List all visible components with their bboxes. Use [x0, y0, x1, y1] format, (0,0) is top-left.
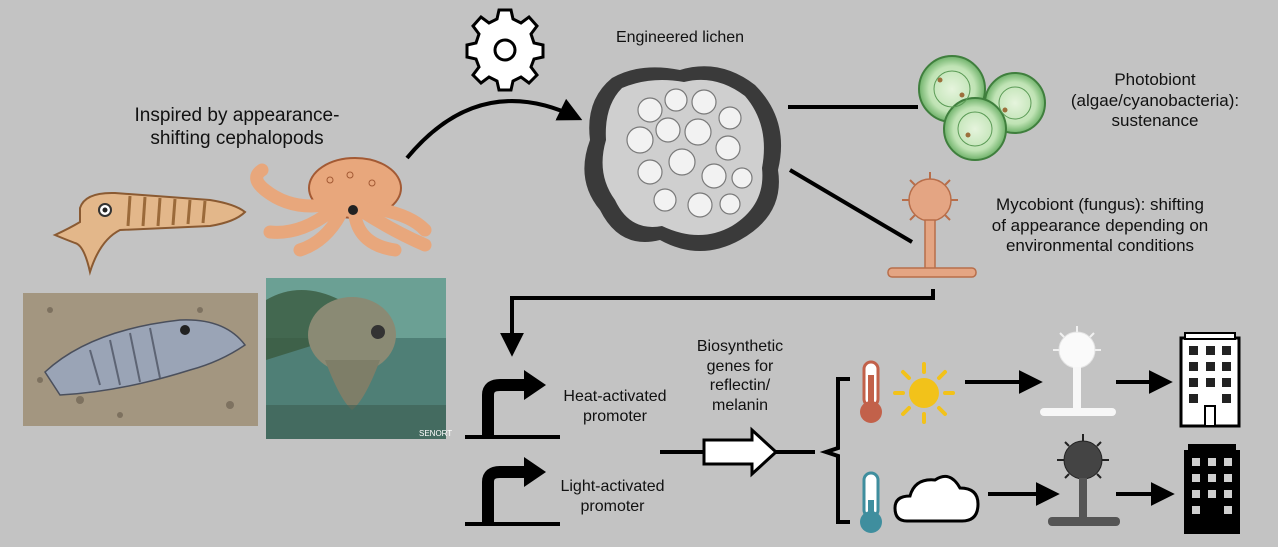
genes-line-4: melanin — [711, 396, 769, 414]
genes-label: Biosynthetic genes for reflectin/ melani… — [680, 337, 800, 415]
inspiration-line-2: shifting cephalopods — [150, 128, 324, 150]
fungus-white-icon — [1040, 326, 1116, 416]
genes-line-1: Biosynthetic — [696, 338, 784, 355]
genes-line-2: genes for — [706, 357, 774, 375]
heat-promoter-symbol — [465, 370, 560, 439]
octopus-photo: SENORT — [266, 278, 452, 439]
inspiration-label: Inspired by appearance- shifting cephalo… — [92, 104, 382, 150]
heat-promoter-line-2: promoter — [582, 407, 648, 425]
photobiont-line-3: sustenance — [1111, 111, 1199, 131]
light-promoter-line-1: Light-activated — [560, 478, 665, 495]
mycobiont-line-2: of appearance depending on — [991, 215, 1209, 235]
lichen-title-text: Engineered lichen — [615, 29, 745, 46]
cloud-icon — [893, 474, 980, 523]
light-promoter-label: Light-activated promoter — [540, 477, 685, 516]
genes-line-3: reflectin/ — [709, 377, 771, 395]
building-black-icon — [1184, 444, 1240, 534]
mycobiont-line-3: environmental conditions — [1005, 236, 1195, 256]
photobiont-line-1: Photobiont — [1114, 70, 1196, 89]
algae-cells-illustration — [918, 55, 1046, 161]
inspiration-arrow — [405, 98, 583, 160]
light-promoter-line-2: promoter — [580, 497, 645, 515]
mycobiont-label: Mycobiont (fungus): shifting of appearan… — [966, 195, 1234, 257]
fungus-illustration — [887, 172, 977, 278]
heat-promoter-label: Heat-activated promoter — [545, 387, 685, 426]
thermometer-cold-icon — [860, 471, 882, 533]
photobiont-label: Photobiont (algae/cyanobacteria): susten… — [1040, 70, 1270, 132]
condition-brace — [819, 377, 850, 524]
thermometer-hot-icon — [860, 360, 882, 423]
cuttlefish-illustration — [52, 191, 247, 276]
mycobiont-line — [788, 168, 914, 244]
gene-block-arrow — [702, 426, 779, 478]
light-promoter-symbol — [465, 457, 560, 526]
cuttlefish-photo — [23, 293, 258, 426]
lichen-title: Engineered lichen — [580, 28, 780, 48]
photobiont-line-2: (algae/cyanobacteria): — [1070, 90, 1240, 110]
building-white-icon — [1179, 332, 1241, 428]
sun-icon — [893, 362, 955, 424]
gear-icon — [465, 8, 545, 92]
heat-promoter-line-1: Heat-activated — [563, 388, 667, 405]
fungus-dark-icon — [1048, 434, 1120, 526]
photo-watermark: SENORT — [419, 429, 452, 438]
inspiration-line-1: Inspired by appearance- — [134, 105, 340, 126]
octopus-illustration — [250, 157, 432, 257]
mycobiont-line-1: Mycobiont (fungus): shifting — [996, 195, 1204, 214]
flow-arrow-to-promoters — [500, 289, 935, 357]
lichen-illustration — [584, 66, 782, 251]
